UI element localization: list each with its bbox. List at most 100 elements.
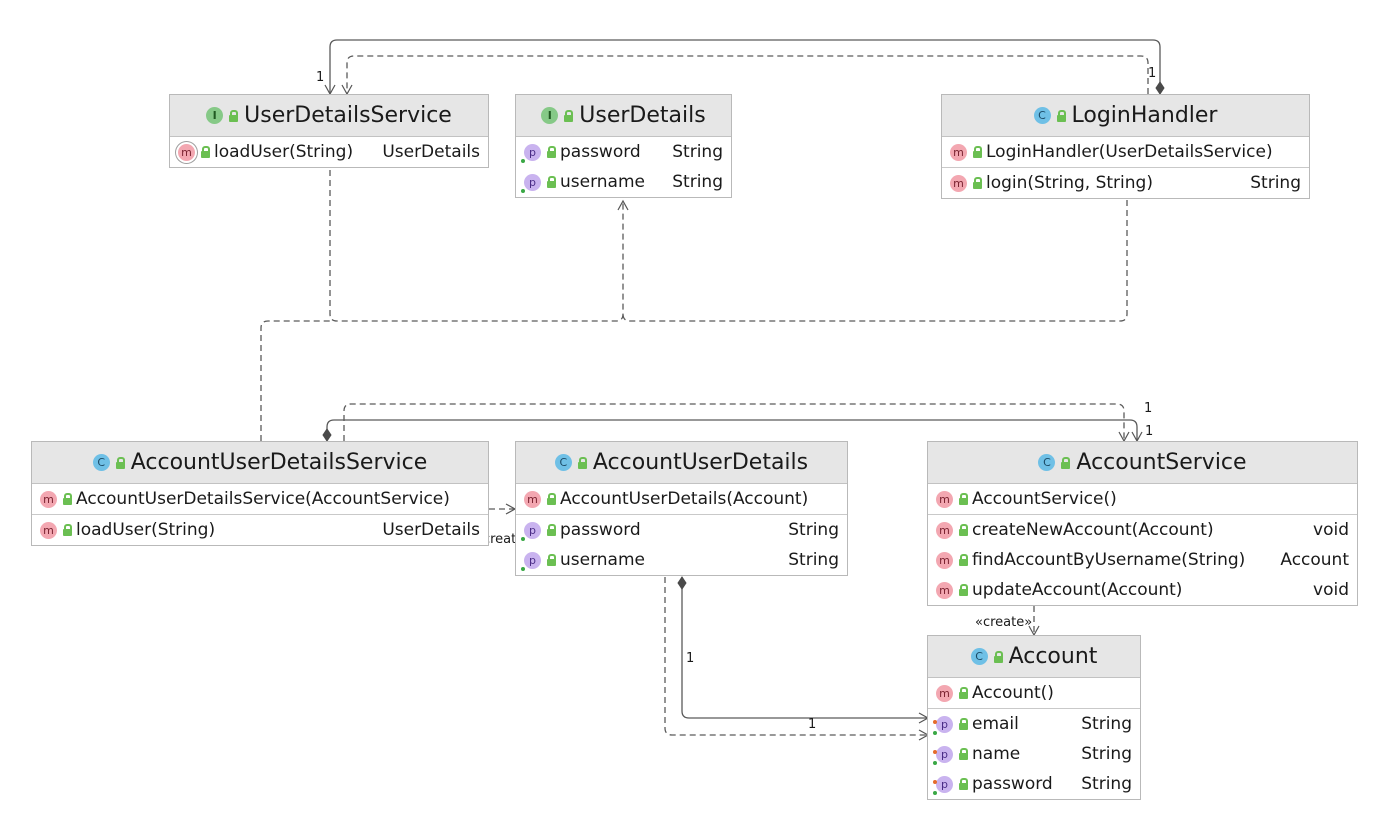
class-header[interactable]: I UserDetails	[516, 95, 731, 137]
public-visibility-icon	[547, 146, 556, 158]
method-row[interactable]: m findAccountByUsername(String) Account	[928, 545, 1357, 575]
method-icon: m	[936, 684, 953, 702]
public-visibility-icon	[1056, 109, 1066, 122]
member-type: void	[1313, 520, 1349, 540]
class-name: UserDetailsService	[244, 103, 452, 128]
member-name: LoginHandler(UserDetailsService)	[986, 142, 1273, 162]
member-type: UserDetails	[382, 142, 480, 162]
member-name: findAccountByUsername(String)	[972, 550, 1246, 570]
property-icon: p	[933, 745, 953, 765]
class-name: UserDetails	[579, 103, 706, 128]
public-visibility-icon	[959, 687, 968, 699]
member-type: String	[788, 550, 839, 570]
public-visibility-icon	[201, 146, 210, 158]
method-icon: m	[936, 521, 953, 539]
property-icon: p	[521, 551, 541, 571]
member-type: String	[672, 142, 723, 162]
method-icon: m	[950, 143, 967, 161]
method-icon: m	[936, 551, 953, 569]
member-name: name	[972, 744, 1021, 764]
public-visibility-icon	[229, 109, 239, 122]
member-name: login(String, String)	[986, 173, 1153, 193]
public-visibility-icon	[959, 524, 968, 536]
member-name: loadUser(String)	[76, 520, 216, 540]
member-name: createNewAccount(Account)	[972, 520, 1214, 540]
public-visibility-icon	[63, 493, 72, 505]
property-row[interactable]: p password String	[516, 137, 731, 167]
member-name: email	[972, 714, 1019, 734]
class-name: AccountUserDetails	[592, 450, 809, 475]
public-visibility-icon	[1061, 456, 1071, 469]
interface-badge-icon: I	[206, 107, 224, 124]
method-icon: m	[936, 581, 953, 599]
public-visibility-icon	[959, 748, 968, 760]
public-visibility-icon	[547, 176, 556, 188]
method-icon: m	[950, 174, 967, 192]
public-visibility-icon	[959, 554, 968, 566]
edge-realization-accountuserdetailsservice	[260, 320, 330, 441]
public-visibility-icon	[547, 493, 556, 505]
multiplicity-label: 1	[1148, 66, 1157, 81]
multiplicity-label: 1	[686, 651, 695, 666]
edge-loginhandler-uses-userdetails	[622, 200, 1128, 322]
member-type: String	[1081, 714, 1132, 734]
member-section: m LoginHandler(UserDetailsService)	[942, 137, 1309, 168]
member-name: AccountService()	[972, 489, 1117, 509]
edge-realization-userdetailsservice	[329, 170, 629, 322]
member-name: password	[560, 142, 641, 162]
class-badge-icon: C	[970, 648, 988, 665]
member-name: loadUser(String)	[214, 142, 354, 162]
class-header[interactable]: I UserDetailsService	[170, 95, 488, 137]
property-icon: p	[521, 143, 541, 163]
interface-badge-icon: I	[541, 107, 559, 124]
member-type: String	[788, 520, 839, 540]
method-row[interactable]: m LoginHandler(UserDetailsService)	[942, 137, 1309, 167]
edge-aud-composes-account	[677, 576, 930, 724]
property-icon: p	[933, 715, 953, 735]
member-type: Account	[1280, 550, 1349, 570]
edge-loginhandler-composes-userdetailsservice	[324, 39, 1165, 96]
class-name: LoginHandler	[1071, 103, 1218, 128]
multiplicity-label: 1	[316, 70, 325, 85]
member-name: password	[972, 774, 1053, 794]
class-badge-icon: C	[1038, 454, 1056, 471]
member-name: updateAccount(Account)	[972, 580, 1183, 600]
method-icon: m	[40, 521, 57, 539]
public-visibility-icon	[993, 650, 1003, 663]
method-row[interactable]: m createNewAccount(Account) void	[928, 515, 1357, 545]
